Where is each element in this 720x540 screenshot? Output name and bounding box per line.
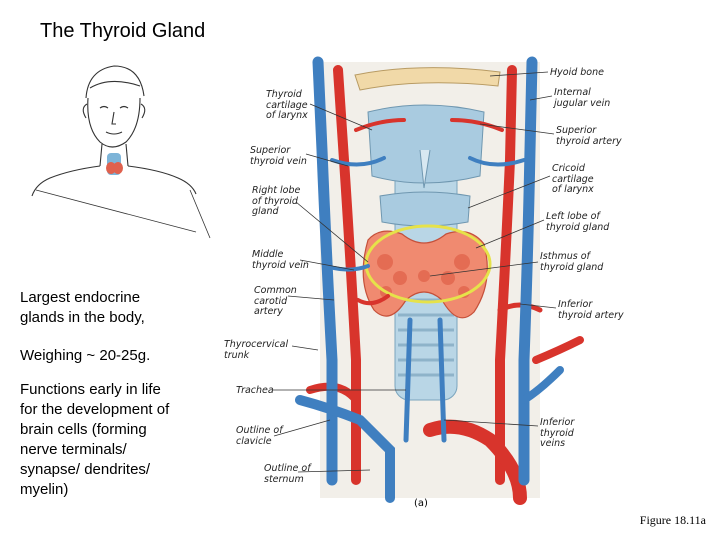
panel-label: (a) <box>414 498 428 509</box>
